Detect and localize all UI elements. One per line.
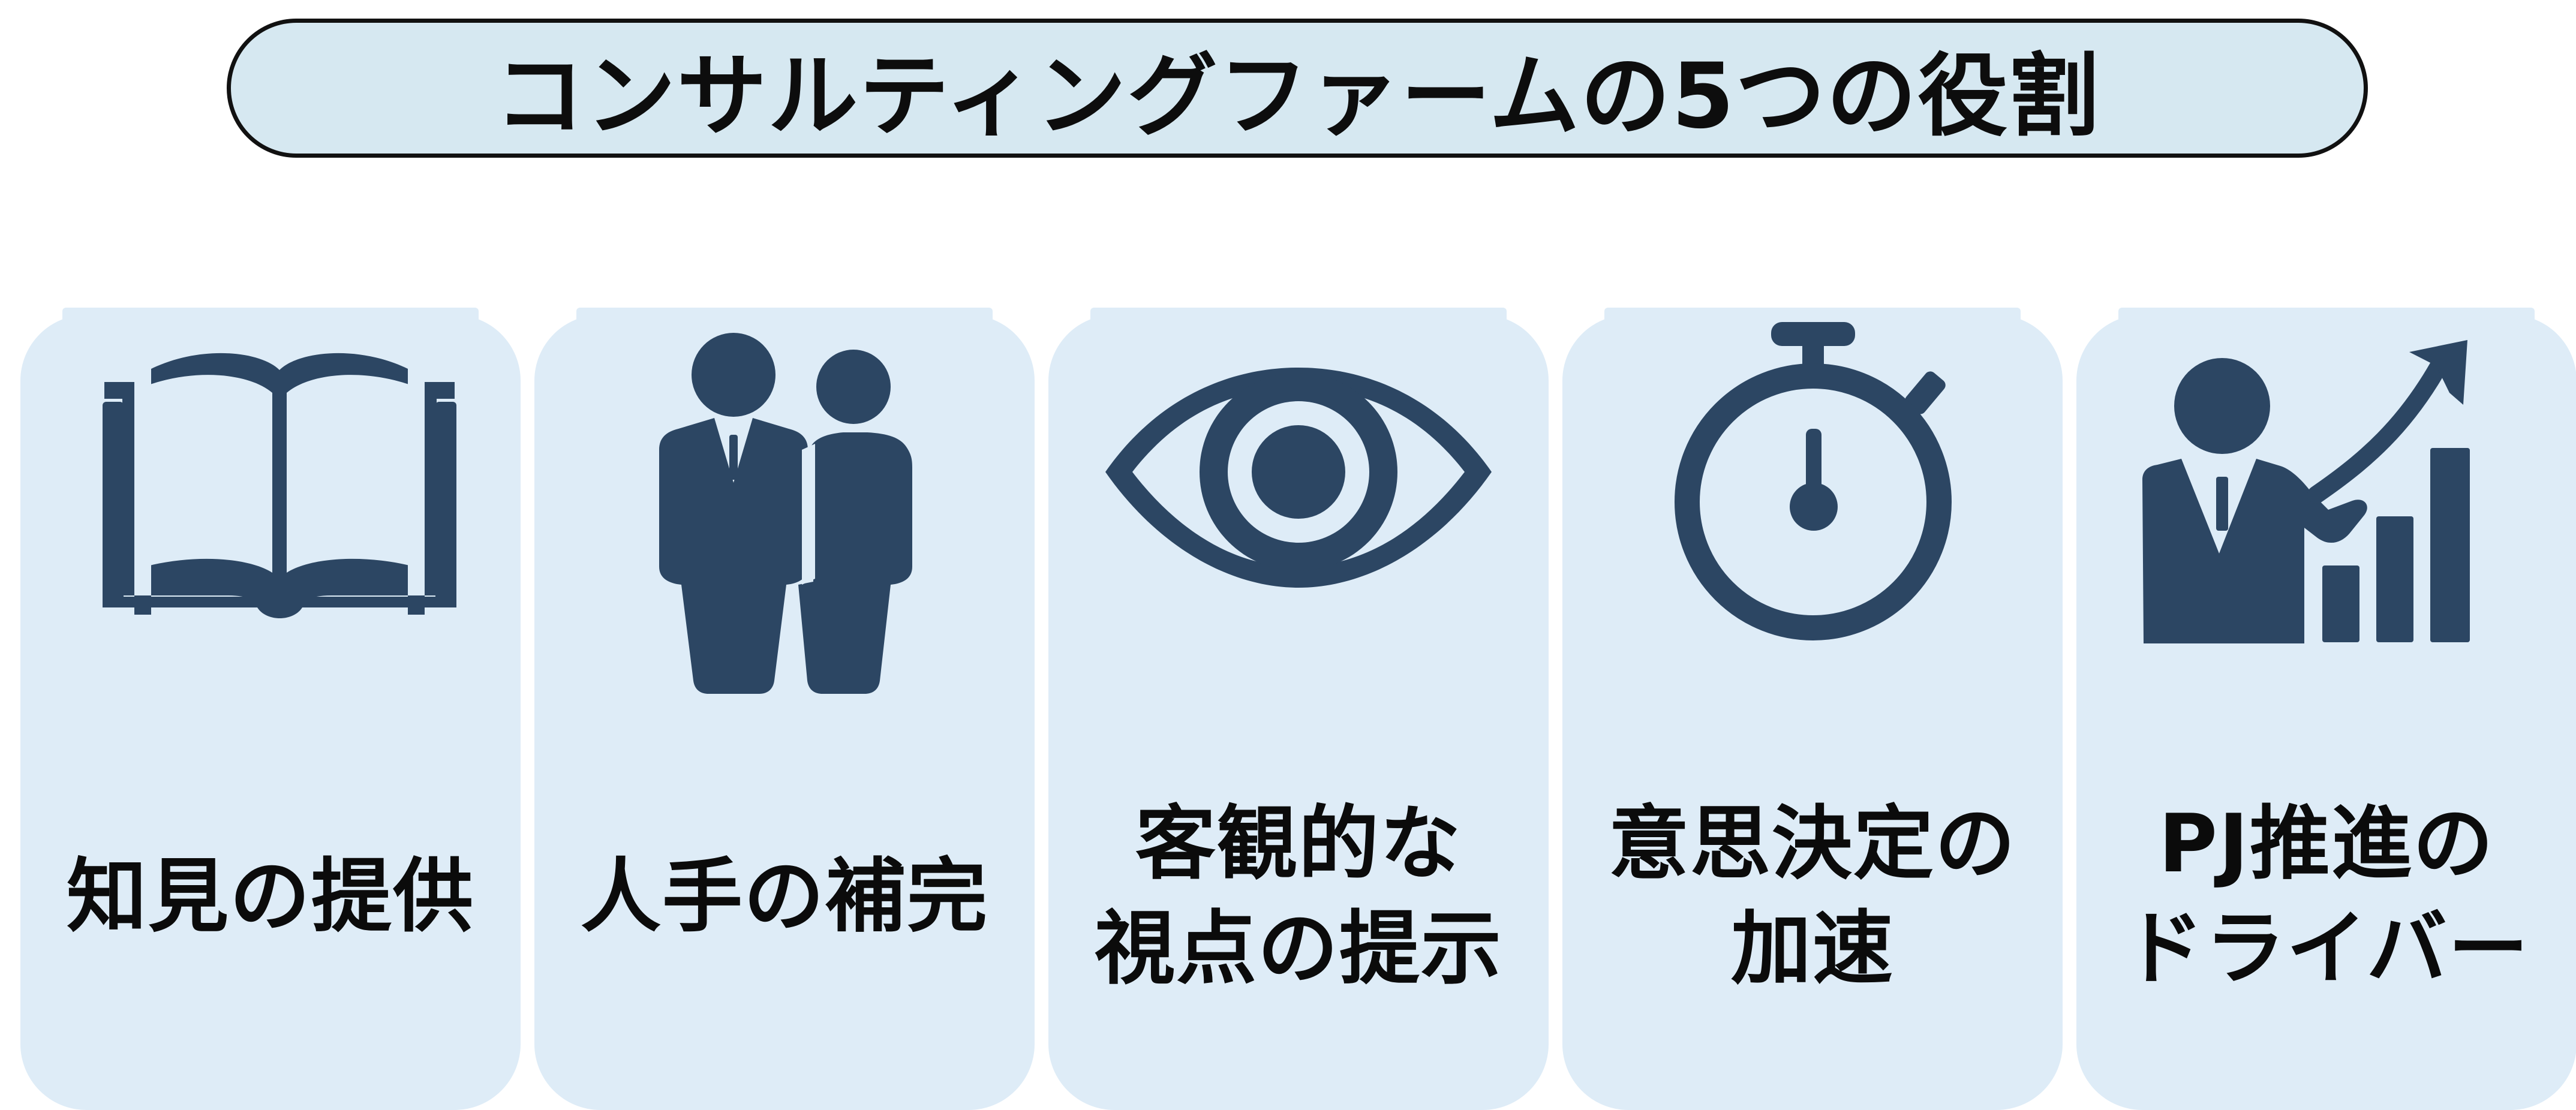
role-label-line: 客観的な xyxy=(1135,797,1462,891)
card-tab xyxy=(1090,308,1507,332)
role-label: 意思決定の 加速 xyxy=(1562,771,2063,1022)
card-tab xyxy=(576,308,993,332)
title-banner: コンサルティングファームの5つの役割 xyxy=(227,19,2368,158)
two-people-icon xyxy=(534,315,1035,747)
role-label-line: 知見の提供 xyxy=(66,849,474,943)
role-label-line: PJ推進の xyxy=(2158,797,2495,891)
role-label-line: 加速 xyxy=(1730,902,1894,995)
role-label: PJ推進の ドライバー xyxy=(2076,771,2576,1022)
role-label: 人手の補完 xyxy=(534,771,1035,1022)
role-card-manpower: 人手の補完 xyxy=(534,308,1035,1110)
open-book-icon xyxy=(20,315,521,747)
role-label-line: 視点の提示 xyxy=(1094,902,1502,995)
eye-icon xyxy=(1048,315,1549,747)
role-card-knowledge: 知見の提供 xyxy=(20,308,521,1110)
role-label-line: 意思決定の xyxy=(1608,797,2016,891)
page-title: コンサルティングファームの5つの役割 xyxy=(494,44,2100,149)
role-card-driver: PJ推進の ドライバー xyxy=(2076,308,2576,1110)
card-tab xyxy=(2118,308,2535,332)
growth-chart-person-icon xyxy=(2076,315,2576,747)
role-label: 知見の提供 xyxy=(20,771,521,1022)
role-label-line: ドライバー xyxy=(2123,902,2530,995)
role-card-decision: 意思決定の 加速 xyxy=(1562,308,2063,1110)
stopwatch-icon xyxy=(1562,315,2063,747)
card-tab xyxy=(62,308,479,332)
role-label: 客観的な 視点の提示 xyxy=(1048,771,1549,1022)
role-label-line: 人手の補完 xyxy=(580,849,988,943)
role-card-perspective: 客観的な 視点の提示 xyxy=(1048,308,1549,1110)
